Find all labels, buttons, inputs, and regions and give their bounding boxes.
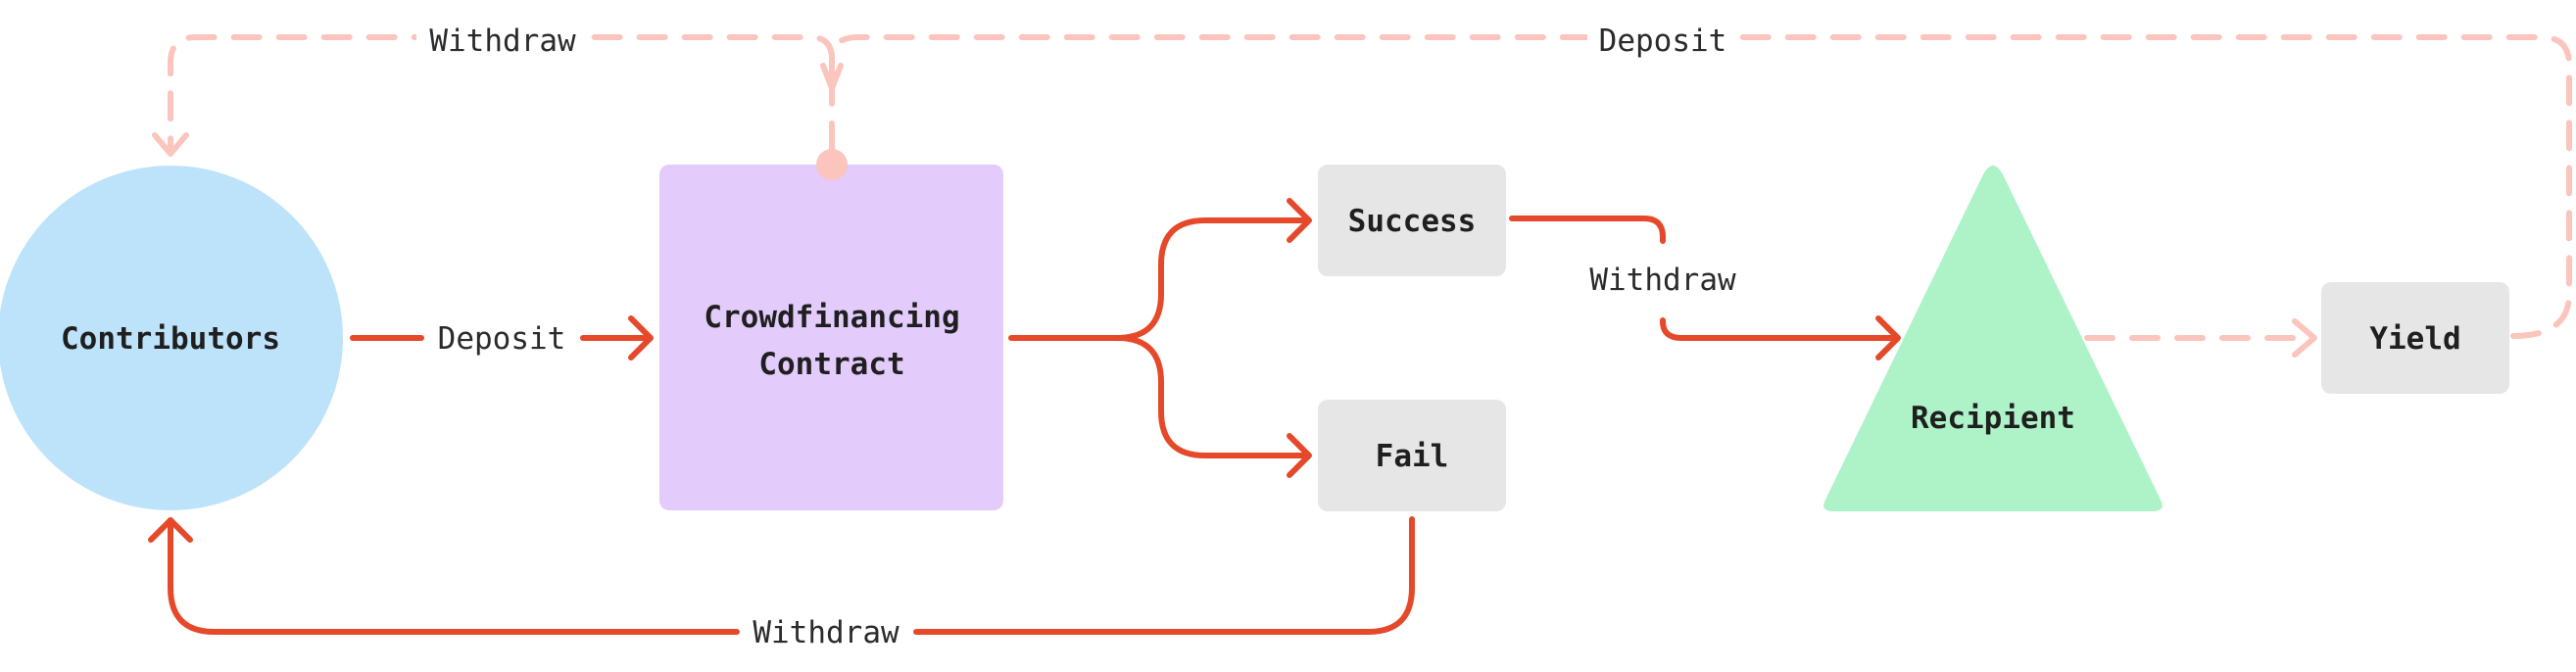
arrow-head-success bbox=[1287, 198, 1312, 243]
label-bg-withdraw-top bbox=[416, 18, 589, 59]
node-fail[interactable]: Fail bbox=[1318, 400, 1506, 511]
contributors-label: Contributors bbox=[61, 321, 280, 357]
arrow-head-contributors-top bbox=[152, 132, 189, 157]
arrow-head-recipient bbox=[1875, 315, 1901, 360]
yield-label: Yield bbox=[2369, 321, 2460, 357]
contract-label-line1: Crowdfinancing bbox=[704, 300, 959, 335]
edge-fail-to-contributors bbox=[913, 516, 1415, 635]
arrow-head-contract-top bbox=[820, 63, 844, 91]
contributors-circle bbox=[0, 166, 343, 510]
success-box bbox=[1318, 165, 1506, 276]
node-contract[interactable]: Crowdfinancing Contract bbox=[659, 165, 1003, 510]
edge-fail-to-contributors-b bbox=[168, 517, 740, 635]
yield-box bbox=[2321, 282, 2509, 394]
contract-top-connector-dot bbox=[816, 149, 848, 180]
edge-success-to-recipient-b bbox=[1660, 317, 1899, 341]
label-withdraw-top: Withdraw bbox=[429, 24, 576, 59]
success-label: Success bbox=[1348, 204, 1477, 239]
arrow-head-yield bbox=[2292, 318, 2317, 358]
edge-yield-to-contract-top bbox=[829, 34, 2572, 339]
arrow-head-contributors-bottom bbox=[148, 517, 193, 543]
label-withdraw-success: Withdraw bbox=[1589, 263, 1736, 298]
edge-contract-to-fail bbox=[1114, 335, 1309, 458]
contract-label-line2: Contract bbox=[758, 347, 904, 382]
label-deposit-top: Deposit bbox=[1599, 24, 1727, 59]
edge-success-to-recipient bbox=[1509, 216, 1666, 244]
label-deposit-main: Deposit bbox=[438, 321, 566, 357]
label-bg-deposit-top bbox=[1587, 18, 1738, 59]
recipient-label: Recipient bbox=[1911, 401, 2075, 436]
node-recipient[interactable]: Recipient bbox=[1823, 166, 2163, 511]
node-yield[interactable]: Yield bbox=[2321, 282, 2509, 394]
node-contributors[interactable]: Contributors bbox=[0, 166, 343, 510]
edge-contract-to-success bbox=[1008, 217, 1309, 341]
label-withdraw-bottom: Withdraw bbox=[753, 615, 899, 650]
fail-label: Fail bbox=[1376, 439, 1449, 474]
arrow-head-fail bbox=[1287, 433, 1312, 478]
arrow-head-contract bbox=[628, 315, 654, 360]
contract-box bbox=[659, 165, 1003, 510]
recipient-triangle bbox=[1823, 166, 2163, 511]
fail-box bbox=[1318, 400, 1506, 511]
node-success[interactable]: Success bbox=[1318, 165, 1506, 276]
